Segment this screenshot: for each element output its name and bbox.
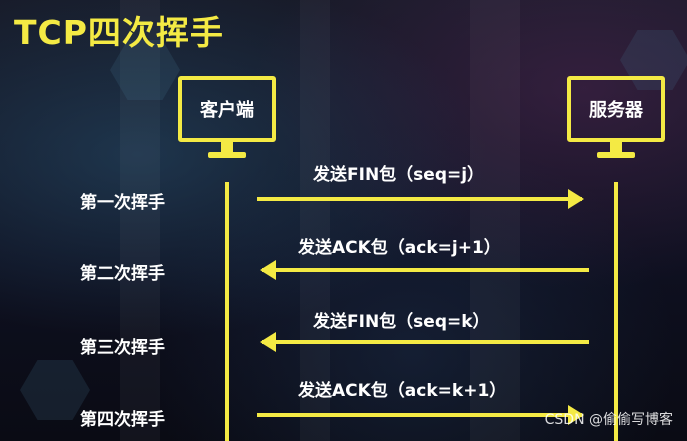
monitor-stand-base — [208, 152, 246, 158]
client-label: 客户端 — [178, 76, 276, 142]
monitor-stand-base — [597, 152, 635, 158]
step-3-message: 发送FIN包（seq=k） — [313, 312, 490, 332]
step-1-label: 第一次挥手 — [80, 193, 165, 213]
step-1-arrow-right — [257, 189, 584, 209]
background-decoration — [120, 0, 160, 441]
step-4-arrow-right — [257, 405, 584, 425]
background-decoration — [470, 0, 520, 441]
step-1-message: 发送FIN包（seq=j） — [313, 165, 485, 185]
diagram-title: TCP四次挥手 — [14, 13, 224, 52]
step-2-message: 发送ACK包（ack=j+1） — [298, 238, 501, 258]
monitor-stand-neck — [221, 142, 233, 154]
step-2-label: 第二次挥手 — [80, 264, 165, 284]
step-4-label: 第四次挥手 — [80, 410, 165, 430]
client-lifeline — [225, 182, 229, 441]
step-2-arrow-left — [260, 260, 589, 280]
server-lifeline — [614, 182, 618, 441]
server-label: 服务器 — [567, 76, 665, 142]
background-decoration — [300, 0, 330, 441]
monitor-stand-neck — [610, 142, 622, 154]
step-3-label: 第三次挥手 — [80, 338, 165, 358]
step-4-message: 发送ACK包（ack=k+1） — [298, 381, 507, 401]
step-3-arrow-left — [260, 332, 589, 352]
watermark: CSDN @偷偷写博客 — [544, 412, 673, 428]
